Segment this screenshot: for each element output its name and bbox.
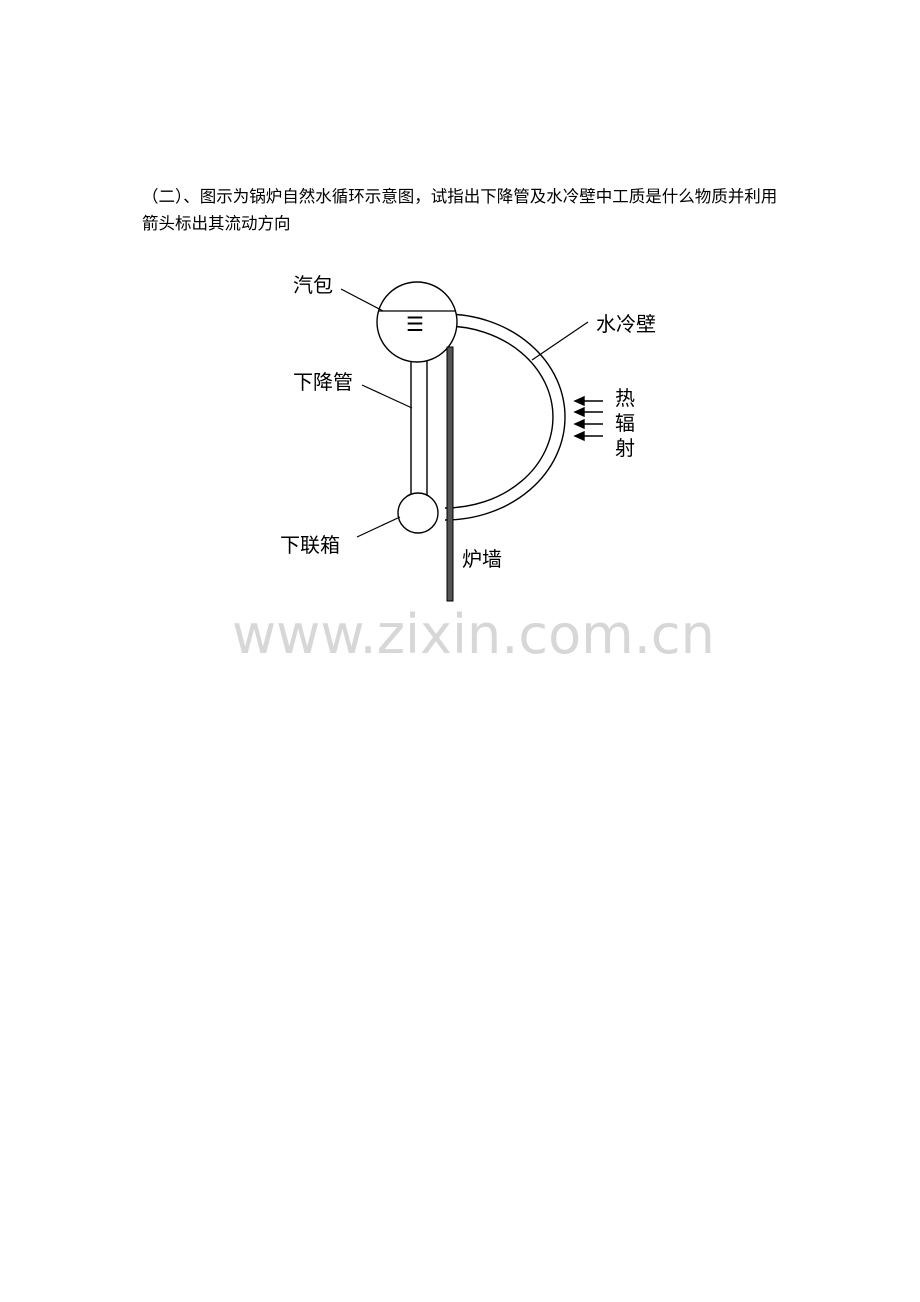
furnace-wall [446,346,454,602]
leader-water-wall [531,321,589,361]
boiler-circulation-diagram: ☰ 汽包 下降管 下联箱 水冷壁 炉墙 热 辐 射 [280,273,656,602]
watermark: www.zixin.com.cn [232,603,715,666]
steam-drum [376,281,458,363]
label-radiation-1: 热 [615,386,635,410]
radiation-arrow-head [573,430,585,442]
water-level-symbol: ☰ [406,312,424,336]
label-header: 下联箱 [280,533,340,557]
label-furnace-wall: 炉墙 [462,547,502,571]
water-wall-outer [444,313,566,521]
label-radiation-3: 射 [615,436,635,460]
radiation-arrow-head [573,406,585,418]
label-radiation-2: 辐 [615,411,635,435]
leader-downcomer [361,384,413,409]
water-wall-inner [444,325,554,509]
question-text: （二）、图示为锅炉自然水循环示意图，试指出下降管及水冷壁中工质是什么物质并利用箭… [142,187,778,233]
lower-header [397,492,439,534]
label-drum: 汽包 [293,273,333,297]
radiation-arrow-head [573,395,585,407]
radiation-arrows [573,395,603,442]
leader-drum [340,288,384,312]
label-downcomer: 下降管 [293,370,353,394]
leader-header [356,516,401,538]
radiation-arrow-head [573,418,585,430]
label-water-wall: 水冷壁 [596,312,656,336]
